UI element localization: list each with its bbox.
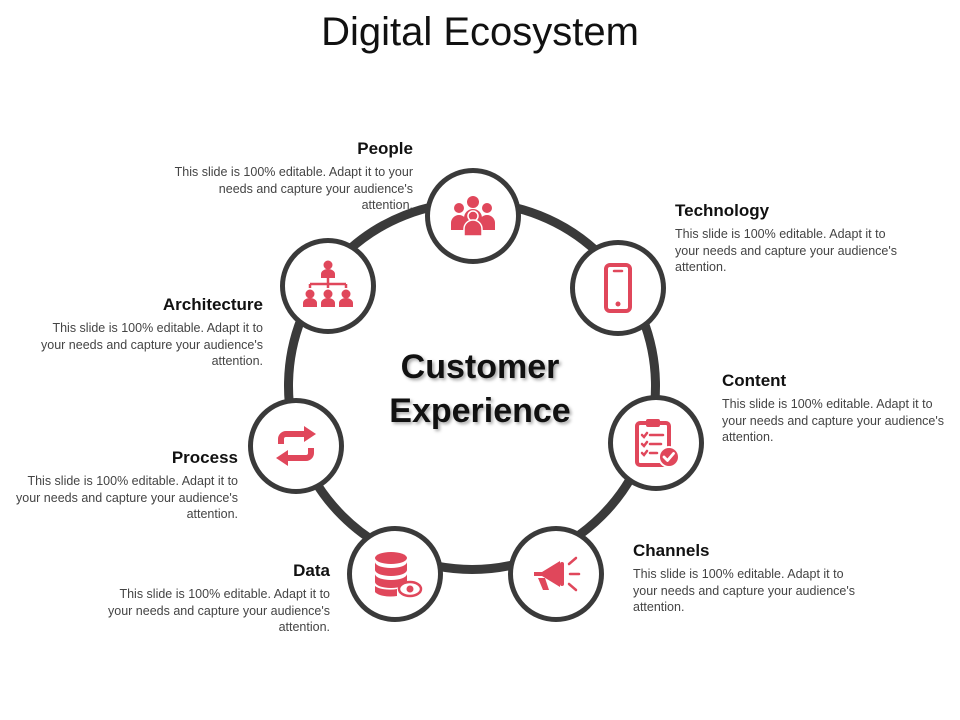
label-data: Data This slide is 100% editable. Adapt … — [100, 561, 330, 636]
center-label-line1: Customer — [400, 348, 560, 386]
node-content — [608, 395, 704, 491]
segment-title: Process — [171, 448, 238, 467]
segment-title: People — [357, 139, 413, 158]
segment-description: This slide is 100% editable. Adapt it to… — [41, 321, 263, 368]
node-process — [248, 398, 344, 494]
label-technology: Technology This slide is 100% editable. … — [675, 201, 905, 276]
segment-description: This slide is 100% editable. Adapt it to… — [174, 165, 413, 212]
segment-title: Content — [722, 371, 787, 390]
people-group-icon — [451, 196, 495, 237]
label-channels: Channels This slide is 100% editable. Ad… — [633, 541, 858, 616]
segment-description: This slide is 100% editable. Adapt it to… — [16, 474, 238, 521]
megaphone-icon — [534, 556, 581, 592]
slide-title: Digital Ecosystem — [321, 10, 639, 54]
org-chart-icon — [303, 260, 353, 307]
node-channels — [508, 526, 604, 622]
segment-title: Architecture — [162, 295, 263, 314]
refresh-cycle-icon — [276, 426, 316, 466]
segment-description: This slide is 100% editable. Adapt it to… — [633, 567, 855, 614]
label-content: Content This slide is 100% editable. Ada… — [722, 371, 947, 446]
segment-description: This slide is 100% editable. Adapt it to… — [722, 397, 944, 444]
clipboard-check-icon — [635, 419, 680, 468]
label-people: People This slide is 100% editable. Adap… — [173, 139, 413, 214]
segment-title: Data — [293, 561, 330, 580]
node-technology — [570, 240, 666, 336]
segment-title: Channels — [633, 541, 710, 560]
segment-description: This slide is 100% editable. Adapt it to… — [675, 227, 897, 274]
segment-title: Technology — [675, 201, 770, 220]
mobile-phone-icon — [604, 263, 632, 313]
node-architecture — [280, 238, 376, 334]
segment-description: This slide is 100% editable. Adapt it to… — [108, 587, 330, 634]
node-people — [425, 168, 521, 264]
label-architecture: Architecture This slide is 100% editable… — [33, 295, 263, 370]
center-label-line2: Experience — [389, 392, 571, 430]
node-data — [347, 526, 443, 622]
database-eye-icon — [375, 552, 423, 598]
label-process: Process This slide is 100% editable. Ada… — [8, 448, 238, 523]
center-label: Customer Experience — [360, 345, 600, 433]
